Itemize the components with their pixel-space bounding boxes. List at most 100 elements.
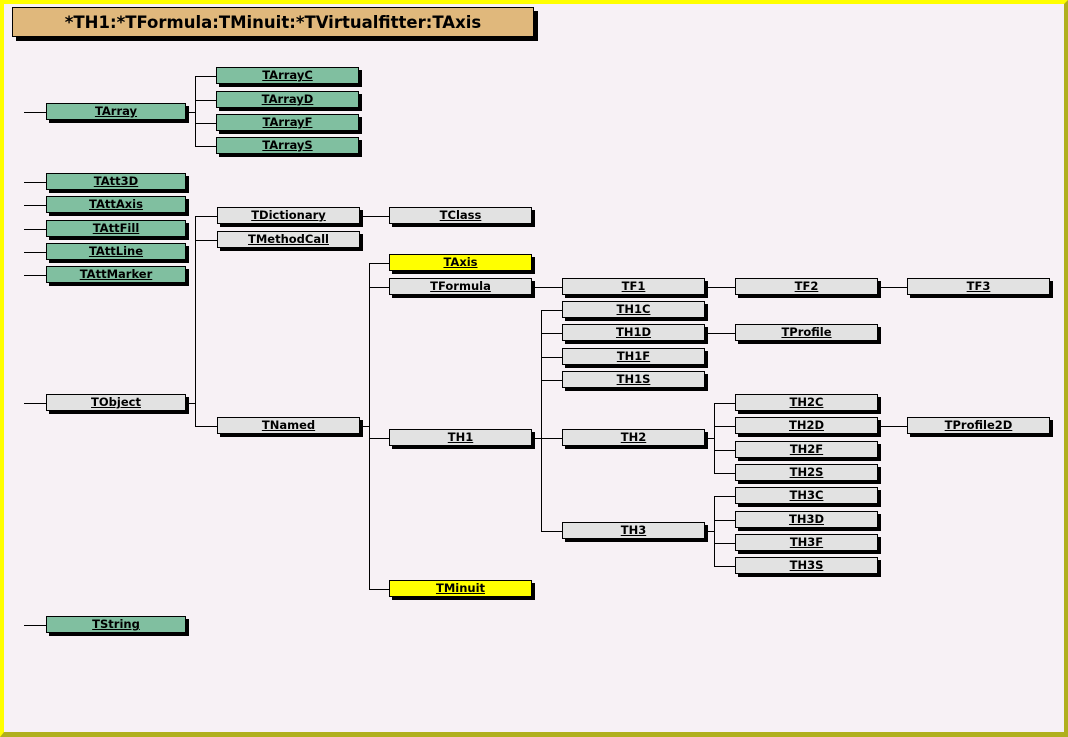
connector-parent-stub-th3 [708,531,714,532]
class-box-label: TProfile2D [944,418,1013,432]
connector-edge-th2-th2d [714,426,735,427]
class-box-label: TArrayC [262,68,313,82]
connector-root-stub-tattmarker [24,275,46,276]
class-box-th1c[interactable]: TH1C [562,301,705,318]
class-box-label: TH1F [616,349,651,363]
class-box-label: TH3C [789,488,824,502]
connector-edge-th2-th2c [714,403,735,404]
connector-edge-th1-th1d [541,333,562,334]
class-box-tmethodcall[interactable]: TMethodCall [217,231,360,248]
class-box-tprofile[interactable]: TProfile [735,324,878,341]
class-box-th3s[interactable]: TH3S [735,557,878,574]
class-box-tatt3d[interactable]: TAtt3D [46,173,186,190]
class-box-tarrayc[interactable]: TArrayC [216,67,359,84]
class-box-tdictionary[interactable]: TDictionary [217,207,360,224]
connector-edge-tarray-tarrayc [195,76,216,77]
class-box-label: TClass [439,208,482,222]
class-box-label: TDictionary [251,208,326,222]
connector-edge-tobject-tmethodcall [195,240,217,241]
class-box-label: TH1S [616,372,651,386]
class-box-th1f[interactable]: TH1F [562,348,705,365]
connector-edge-th1-th1c [541,310,562,311]
page-title: *TH1:*TFormula:TMinuit:*TVirtualfitter:T… [64,12,482,32]
class-box-label: TH1D [615,325,652,339]
connector-edge-th3-th3c [714,496,735,497]
class-box-tattaxis[interactable]: TAttAxis [46,196,186,213]
class-box-label: TMethodCall [248,232,329,246]
class-box-th2[interactable]: TH2 [562,429,705,446]
connector-root-stub-tattfill [24,229,46,230]
class-box-label: TF3 [966,279,991,293]
class-box-tattline[interactable]: TAttLine [46,243,186,260]
class-box-tarrayd[interactable]: TArrayD [216,91,359,108]
class-box-label: TH2D [788,418,825,432]
class-box-tarrayf[interactable]: TArrayF [216,114,359,131]
connector-edge-th3-th3s [714,566,735,567]
class-box-th2s[interactable]: TH2S [735,464,878,481]
connector-bus-tarray [195,76,196,146]
connector-edge-tarray-tarrays [195,146,216,147]
class-box-label: TArrayF [262,115,313,129]
class-box-label: TAttAxis [89,197,143,211]
class-box-tprofile2d[interactable]: TProfile2D [907,417,1050,434]
class-box-th2c[interactable]: TH2C [735,394,878,411]
class-box-label: TH1C [616,302,651,316]
class-box-th1d[interactable]: TH1D [562,324,705,341]
class-box-tarrays[interactable]: TArrayS [216,137,359,154]
class-box-taxis[interactable]: TAxis [389,254,532,271]
connector-edge-th2-th2s [714,473,735,474]
class-box-label: TAttMarker [79,267,153,281]
class-box-label: TH3 [620,523,647,537]
class-box-label: TString [92,617,140,631]
class-box-th3d[interactable]: TH3D [735,511,878,528]
class-box-tattfill[interactable]: TAttFill [46,220,186,237]
connector-edge-tarray-tarrayd [195,100,216,101]
connector-parent-stub-th2 [708,438,714,439]
class-box-th1[interactable]: TH1 [389,429,532,446]
class-box-label: TH2C [789,395,824,409]
connector-root-stub-tattline [24,252,46,253]
connector-root-stub-tobject [24,403,46,404]
class-box-th3[interactable]: TH3 [562,522,705,539]
class-box-tstring[interactable]: TString [46,616,186,633]
connector-edge-th2-th2f [714,450,735,451]
connector-root-stub-tattaxis [24,205,46,206]
class-box-label: TH3F [789,535,824,549]
connector-bus-th1 [541,310,542,531]
class-box-label: TF2 [794,279,819,293]
class-box-tf3[interactable]: TF3 [907,278,1050,295]
class-box-th1s[interactable]: TH1S [562,371,705,388]
class-box-tf1[interactable]: TF1 [562,278,705,295]
diagram-title-bar: *TH1:*TFormula:TMinuit:*TVirtualfitter:T… [12,7,534,37]
connector-edge-th1-th1s [541,380,562,381]
class-box-tattmarker[interactable]: TAttMarker [46,266,186,283]
class-box-label: TArrayS [262,138,313,152]
class-box-th2d[interactable]: TH2D [735,417,878,434]
connector-edge-tobject-tdictionary [195,216,217,217]
class-box-th2f[interactable]: TH2F [735,441,878,458]
class-box-label: TH2S [789,465,824,479]
class-box-tnamed[interactable]: TNamed [217,417,360,434]
connector-edge-th2d-tprofile2d [881,426,907,427]
connector-edge-th1-th1f [541,357,562,358]
class-box-tf2[interactable]: TF2 [735,278,878,295]
connector-parent-stub-th1 [535,438,541,439]
class-box-tformula[interactable]: TFormula [389,278,532,295]
class-box-label: TH2F [789,442,824,456]
connector-edge-th3-th3d [714,520,735,521]
connector-bus-tobject [195,216,196,426]
connector-parent-stub-tnamed [363,426,369,427]
class-box-tobject[interactable]: TObject [46,394,186,411]
class-box-label: TFormula [430,279,491,293]
class-box-label: TMinuit [435,581,486,595]
class-box-th3f[interactable]: TH3F [735,534,878,551]
class-box-tminuit[interactable]: TMinuit [389,580,532,597]
class-box-label: TH2 [620,430,647,444]
class-box-tarray[interactable]: TArray [46,103,186,120]
connector-root-stub-tarray [24,112,46,113]
class-box-th3c[interactable]: TH3C [735,487,878,504]
connector-edge-tformula-tf1 [535,287,562,288]
connector-parent-stub-tarray [189,112,195,113]
class-box-tclass[interactable]: TClass [389,207,532,224]
